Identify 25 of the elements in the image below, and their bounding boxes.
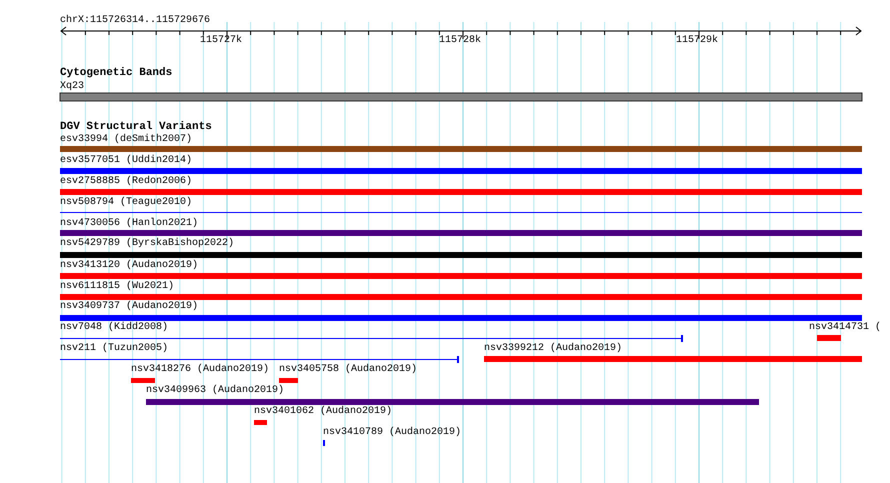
variant-label: nsv7048 (Kidd2008) [60,322,168,334]
variant-label: nsv6111815 (Wu2021) [60,281,174,293]
variant-label: nsv4730056 (Hanlon2021) [60,218,198,230]
variant-label: nsv3409963 (Audano2019) [146,385,284,397]
variant-label: nsv3399212 (Audano2019) [484,343,622,355]
variant-label: esv2758885 (Redon2006) [60,176,192,188]
tick-label: 115728k [439,35,482,47]
variant-label: nsv3405758 (Audano2019) [279,364,418,376]
variant-label: nsv3418276 (Audano2019) [131,364,270,376]
band-label: Xq23 [60,81,84,93]
variant-label: nsv5429789 (ByrskaBishop2022) [60,238,234,250]
tick-label: 115727k [200,35,242,47]
variant-label: esv33994 (deSmith2007) [60,134,192,146]
track-title: Cytogenetic Bands [60,67,172,79]
variant-label: esv3577051 (Uddin2014) [60,155,192,167]
variant-label: nsv211 (Tuzun2005) [60,343,168,355]
variant-label: nsv3401062 (Audano2019) [254,406,392,418]
variant-label: nsv3410789 (Audano2019) [323,427,462,439]
variant-label: nsv3414731 ( [809,322,882,334]
location-label: chrX:115726314..115729676 [60,15,210,27]
variant-label: nsv508794 (Teague2010) [60,197,192,209]
tick-label: 115729k [676,35,718,47]
variant-label: nsv3413120 (Audano2019) [60,260,198,272]
track-title: DGV Structural Variants [60,121,212,133]
variant-label: nsv3409737 (Audano2019) [60,301,198,313]
